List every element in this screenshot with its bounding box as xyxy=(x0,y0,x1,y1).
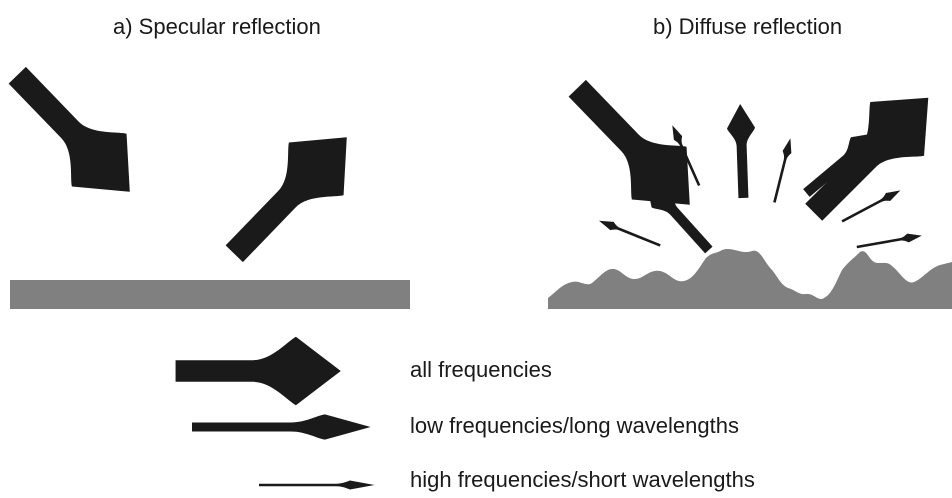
legend-label-low-frequencies: low frequencies/long wavelengths xyxy=(410,413,739,438)
rough-surface xyxy=(548,248,952,309)
diffuse-panel xyxy=(548,61,952,309)
reflected-arrow xyxy=(206,110,375,281)
specular-panel xyxy=(0,48,410,309)
low-frequency-arrow-up xyxy=(726,103,758,199)
specular-reflection-title: a) Specular reflection xyxy=(113,14,321,39)
flat-surface xyxy=(10,280,410,309)
incident-arrow xyxy=(0,48,158,219)
legend-arrows xyxy=(175,336,375,490)
legend-thin-arrow xyxy=(259,480,375,490)
diffuse-incident-arrow xyxy=(549,61,718,232)
legend-thick-arrow xyxy=(175,336,341,406)
diffuse-reflection-title: b) Diffuse reflection xyxy=(653,14,843,39)
legend-label-all-frequencies: all frequencies xyxy=(410,357,552,382)
legend-label-high-frequencies: high frequencies/short wavelengths xyxy=(410,467,755,492)
high-frequency-arrow-5 xyxy=(856,231,923,252)
legend-medium-arrow xyxy=(192,414,371,440)
high-frequency-arrow-6 xyxy=(597,216,662,250)
high-frequency-arrow-2 xyxy=(770,137,795,204)
